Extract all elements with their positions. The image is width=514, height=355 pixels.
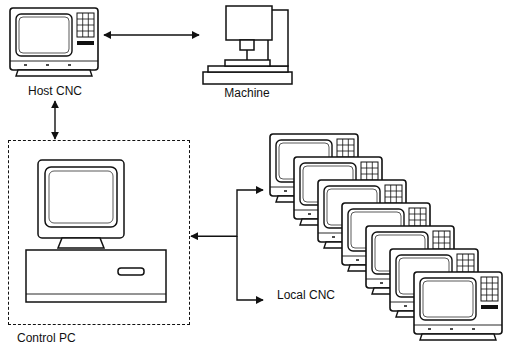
- connector: [104, 35, 199, 36]
- cnc-node: Host CNC: [8, 4, 102, 100]
- node-label: Host CNC: [28, 84, 82, 98]
- control-pc-box: Control PC: [8, 140, 190, 325]
- connector: [191, 190, 263, 300]
- personal-computer: [26, 160, 166, 302]
- node-label: Control PC: [17, 331, 76, 345]
- cnc-terminal: [10, 8, 98, 76]
- machine-icon: [203, 6, 292, 84]
- local-cnc-node: Local CNC: [265, 130, 511, 352]
- node-label: Local CNC: [277, 288, 335, 302]
- local-cnc-stack: [270, 134, 502, 340]
- connector: [55, 101, 56, 139]
- machine-node: Machine: [198, 0, 296, 102]
- node-label: Machine: [224, 86, 269, 100]
